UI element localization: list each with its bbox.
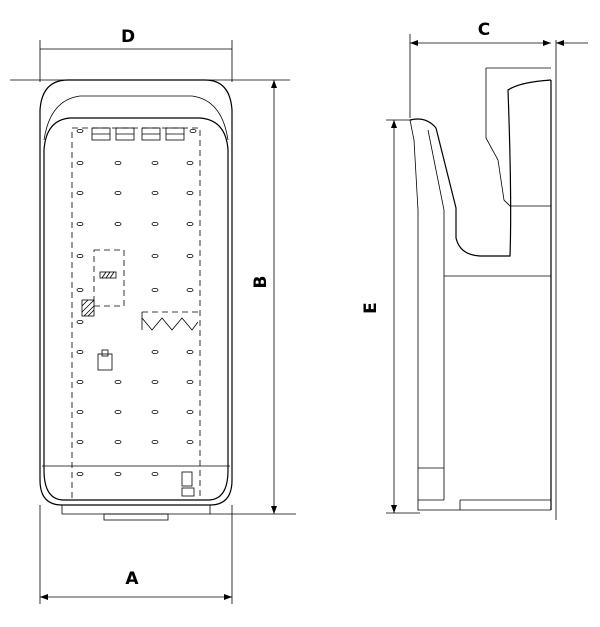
front-base-plate xyxy=(61,505,211,515)
mounting-plate-outline xyxy=(71,127,201,501)
dimension-label-d: D xyxy=(121,27,135,47)
dimension-label-e: E xyxy=(361,302,381,314)
dimension-e: E xyxy=(361,119,420,514)
side-bottom-step xyxy=(459,499,551,510)
front-base-tab xyxy=(103,513,169,521)
front-view xyxy=(39,79,233,521)
dimension-b: B xyxy=(10,79,296,515)
dimension-a: A xyxy=(39,505,233,604)
front-inner-panel xyxy=(43,117,229,501)
hatched-terminal xyxy=(99,271,117,279)
side-intake-profile xyxy=(485,68,551,207)
dimension-label-b: B xyxy=(251,276,271,289)
side-front-inner xyxy=(409,119,444,501)
zigzag-bracket xyxy=(141,311,199,331)
dimension-label-c: C xyxy=(478,20,490,40)
hatched-cable-entry xyxy=(81,299,95,317)
side-front-inner2 xyxy=(427,129,445,500)
side-view xyxy=(409,40,557,520)
side-front-profile xyxy=(409,79,552,257)
side-switch xyxy=(181,471,195,497)
dimension-c: C xyxy=(409,20,588,118)
mounting-holes xyxy=(76,128,197,476)
dimension-label-a: A xyxy=(125,569,139,589)
dimension-d: D xyxy=(39,27,233,82)
front-top-curve xyxy=(43,95,229,141)
sensor-box xyxy=(97,349,113,371)
vent-slots xyxy=(91,127,185,141)
front-outer-body xyxy=(39,79,233,506)
side-bottom-profile xyxy=(417,500,551,511)
electrical-box-outline xyxy=(93,249,125,307)
